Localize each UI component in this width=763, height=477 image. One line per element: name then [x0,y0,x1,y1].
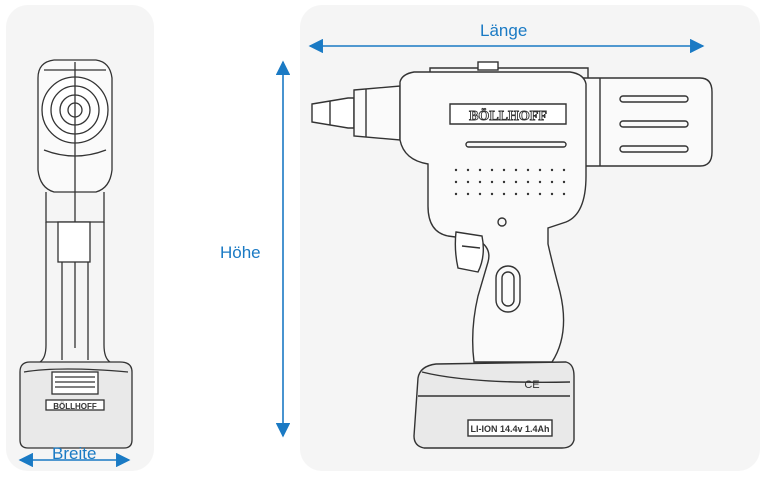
width-label: Breite [52,444,97,463]
brand-logo: BÖLLHOFF [469,107,547,124]
height-label: Höhe [220,243,261,262]
side-view-tool: BÖLLHOFF [311,61,713,449]
vent-dot-grid [454,168,566,196]
front-view-tool: BÖLLHOFF [19,59,133,449]
battery-label: LI-ION 14.4v 1.4Ah [470,424,549,434]
svg-text:BÖLLHOFF: BÖLLHOFF [53,402,97,411]
ce-mark: CE [524,379,539,391]
length-label: Länge [480,21,528,40]
